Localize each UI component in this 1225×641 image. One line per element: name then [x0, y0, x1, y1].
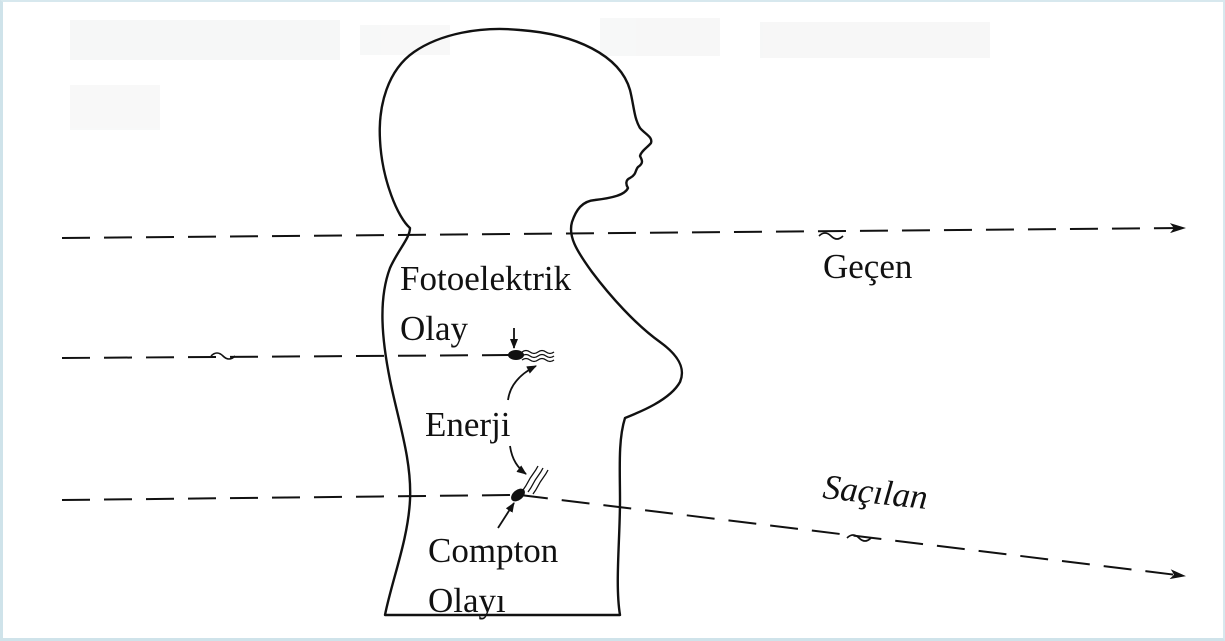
energy-arrow-up — [508, 366, 536, 400]
scattered-label: Saçılan — [821, 467, 929, 517]
compton-label-line1: Compton — [428, 531, 558, 570]
background-bleed-through — [70, 18, 990, 130]
incident-ray-compton — [62, 495, 512, 500]
energy-label: Enerji — [425, 405, 511, 444]
photon-squiggle-icon — [522, 351, 554, 362]
photoelectric-ray — [62, 355, 510, 358]
photoelectric-event-dot — [508, 350, 524, 360]
compton-label-line2: Olayı — [428, 581, 506, 620]
photoelectric-label-line1: Fotoelektrik — [400, 259, 572, 298]
photoelectric-label-line2: Olay — [400, 309, 469, 348]
transmitted-label: Geçen — [823, 247, 912, 286]
energy-arrow-down — [510, 446, 526, 474]
photon-squiggle-icon — [523, 466, 548, 494]
transmitted-ray — [62, 228, 1185, 238]
wave-tilde-icon — [819, 233, 843, 239]
arrowhead-icon — [498, 503, 514, 528]
